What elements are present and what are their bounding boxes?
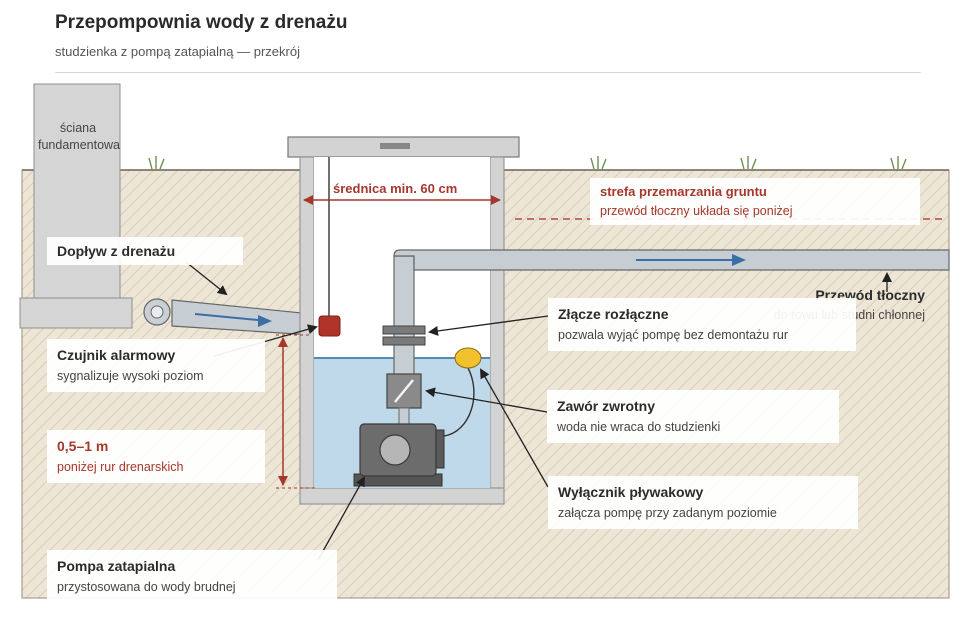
check-valve-label: Zawór zwrotny woda nie wraca do studzien…	[547, 390, 839, 443]
check-valve-subtitle: woda nie wraca do studzienki	[557, 420, 721, 434]
union-label: Złącze rozłączne pozwala wyjąć pompę bez…	[548, 298, 856, 351]
leader-float	[480, 368, 549, 488]
wall-label: ściana fundamentowa	[38, 121, 121, 152]
wall-footing	[19, 297, 133, 329]
depth-label: 0,5–1 m poniżej rur drenarskich	[47, 430, 265, 483]
float-switch-subtitle: załącza pompę przy zadanym poziomie	[558, 506, 777, 520]
alarm-sensor	[318, 315, 341, 337]
frost-zone-subtitle: przewód tłoczny układa się poniżej	[600, 204, 793, 218]
pump-title: Pompa zatapialna	[57, 558, 176, 574]
union-flange-upper	[382, 325, 426, 335]
page-subtitle: studzienka z pompą zatapialną — przekrój	[55, 44, 300, 59]
float-switch	[454, 347, 482, 369]
depth-subtitle: poniżej rur drenarskich	[57, 460, 184, 474]
float-switch-title: Wyłącznik pływakowy	[558, 484, 704, 500]
leader-union	[428, 315, 549, 336]
leader-pump	[317, 476, 365, 561]
union-subtitle: pozwala wyjąć pompę bez demontażu rur	[558, 328, 788, 342]
inflow-label: Dopływ z drenażu	[47, 237, 243, 265]
pump-label: Pompa zatapialna przystosowana do wody b…	[47, 550, 337, 603]
alarm-sensor-subtitle: sygnalizuje wysoki poziom	[57, 369, 204, 383]
frost-zone-label: strefa przemarzania gruntu przewód tłocz…	[590, 178, 920, 225]
inflow-title: Dopływ z drenażu	[57, 243, 176, 259]
lid-handle	[380, 143, 410, 149]
well-bottom	[299, 487, 505, 505]
float-cable	[443, 367, 475, 437]
union-flange-lower	[382, 336, 426, 346]
foundation-wall	[33, 83, 121, 303]
check-valve	[386, 373, 422, 409]
frost-zone-title: strefa przemarzania gruntu	[600, 184, 767, 199]
pump-subtitle: przystosowana do wody brudnej	[57, 580, 236, 594]
riser-pipe	[393, 255, 415, 377]
leader-valve	[425, 387, 548, 413]
inflow-flow-arrow	[194, 313, 269, 322]
well-wall-right	[489, 156, 505, 505]
page-title: Przepompownia wody z drenażu	[55, 12, 348, 33]
alarm-sensor-label: Czujnik alarmowy sygnalizuje wysoki pozi…	[47, 339, 265, 392]
depth-title: 0,5–1 m	[57, 438, 109, 454]
leader-inflow	[185, 261, 228, 296]
grass-tufts	[148, 156, 907, 170]
diameter-label: średnica min. 60 cm	[333, 181, 458, 196]
header-divider	[55, 72, 921, 73]
float-switch-label: Wyłącznik pływakowy załącza pompę przy z…	[548, 476, 858, 529]
alarm-sensor-title: Czujnik alarmowy	[57, 347, 176, 363]
union-title: Złącze rozłączne	[558, 306, 669, 322]
check-valve-title: Zawór zwrotny	[557, 398, 656, 414]
